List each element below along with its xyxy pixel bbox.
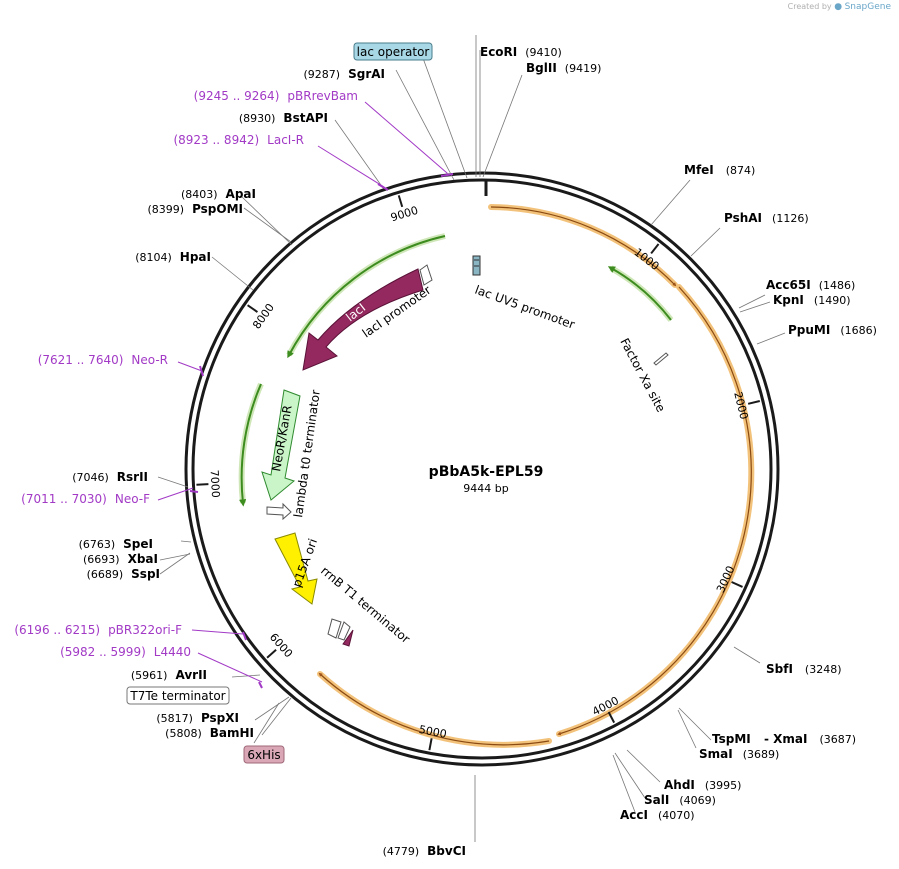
tick-label: 3000	[714, 564, 737, 595]
snapgene-credit: Created by ● SnapGene	[788, 2, 891, 12]
enzyme-bglii: BglII(9419)	[526, 61, 601, 75]
enzyme-pshai: PshAI(1126)	[724, 211, 809, 225]
rrnb-marks	[327, 618, 354, 647]
orf-arcs	[317, 204, 755, 748]
enzyme-hpai: (8104)HpaI	[135, 250, 211, 264]
p15a-arrow	[274, 532, 318, 605]
tick-label: 7000	[208, 469, 223, 498]
factor-xa-mark	[653, 352, 669, 366]
enzyme-sali: SalI(4069)	[644, 793, 716, 807]
tick-label: 8000	[250, 301, 277, 331]
tick-mark	[397, 195, 404, 208]
enzyme-sspi: (6689)SspI	[87, 567, 160, 581]
enzyme-rsrii: (7046)RsrII	[72, 470, 148, 484]
enzyme-avrii: (5961)AvrII	[131, 668, 207, 682]
primer-pbr322ori-f: (6196 .. 6215)pBR322ori-F	[14, 623, 182, 637]
tick-label: 2000	[731, 390, 750, 420]
primer-lines	[157, 101, 454, 689]
factor-xa-label: Factor Xa site	[617, 336, 668, 415]
tick-mark	[650, 243, 660, 255]
primer-laci-r: (8923 .. 8942)LacI-R	[173, 133, 304, 147]
lacuv5-label: lac UV5 promoter	[473, 283, 577, 332]
plasmid-name: pBbA5k-EPL59	[429, 464, 544, 480]
connector-lines	[157, 35, 786, 842]
enzyme-ahdi: AhdI(3995)	[664, 778, 741, 792]
enzyme-acc65i: Acc65I(1486)	[766, 278, 855, 292]
primer-neo-r: (7621 .. 7640)Neo-R	[38, 353, 168, 367]
green-arcs	[238, 233, 674, 507]
snapgene-logo: ●	[834, 2, 843, 12]
enzyme-spei: (6763)SpeI	[79, 537, 153, 551]
lacuv5-marker	[472, 255, 481, 276]
tick-mark	[196, 483, 209, 486]
plasmid-size: 9444 bp	[463, 482, 508, 495]
enzyme-pspomi: (8399)PspOMI	[147, 202, 243, 216]
lambda-arrow	[266, 502, 292, 521]
primer-labels: (9245 .. 9264)pBRrevBam (8923 .. 8942)La…	[14, 89, 358, 659]
enzyme-bstapi: (8930)BstAPI	[239, 111, 328, 125]
enzyme-xbai: (6693)XbaI	[83, 552, 158, 566]
primer-pbrrevbam: (9245 .. 9264)pBRrevBam	[194, 89, 358, 103]
t7te-terminator-box: T7Te terminator	[126, 686, 230, 705]
tick-mark	[428, 738, 433, 751]
primer-neo-f: (7011 .. 7030)Neo-F	[21, 492, 150, 506]
tick-label: 9000	[389, 204, 420, 225]
tick-mark	[731, 581, 743, 588]
tick-mark	[607, 711, 616, 724]
6xhis-box: 6xHis	[243, 745, 285, 764]
enzyme-ppumi: PpuMI(1686)	[788, 323, 877, 337]
svg-text:6xHis: 6xHis	[247, 748, 280, 762]
neo-arrow	[261, 389, 301, 501]
tick-mark	[266, 649, 277, 659]
lac-operator-box: lac operator	[353, 42, 433, 61]
enzyme-mfei: MfeI(874)	[684, 163, 755, 177]
enzyme-apai: (8403)ApaI	[181, 187, 256, 201]
enzyme-sbfi: SbfI(3248)	[766, 662, 842, 676]
enzyme-bbvci: (4779)BbvCI	[383, 844, 466, 858]
enzyme-sgrai: (9287)SgrAI	[304, 67, 385, 81]
svg-text:T7Te terminator: T7Te terminator	[129, 689, 225, 703]
orf-arc-upper	[488, 204, 678, 288]
credit-brand: SnapGene	[844, 2, 891, 12]
tick-mark	[247, 304, 259, 313]
enzyme-ecori: EcoRI(9410)	[480, 45, 562, 59]
enzyme-kpni: KpnI(1490)	[773, 293, 850, 307]
enzyme-bamhi: (5808)BamHI	[165, 726, 254, 740]
laci-arrow	[302, 268, 424, 371]
enzyme-tspmi: TspMI	[712, 732, 751, 746]
enzyme-smai: SmaI(3689)	[699, 747, 779, 761]
laci-promoter-arrow	[419, 264, 433, 286]
primer-l4440: (5982 .. 5999)L4440	[60, 645, 191, 659]
enzyme-acci: AccI(4070)	[620, 808, 695, 822]
orf-arc-right	[556, 284, 755, 737]
enzyme-labels: EcoRI(9410) BglII(9419) MfeI(874) PshAI(…	[72, 45, 877, 858]
tick-label: 6000	[267, 631, 295, 661]
enzyme-xmai: - XmaI(3687)	[764, 732, 856, 746]
svg-text:lac operator: lac operator	[357, 45, 430, 59]
tick-mark	[747, 399, 761, 405]
backbone	[184, 171, 780, 767]
enzyme-pspxi: (5817)PspXI	[156, 711, 239, 725]
tick-label: 5000	[418, 723, 448, 741]
credit-prefix: Created by	[787, 2, 832, 11]
